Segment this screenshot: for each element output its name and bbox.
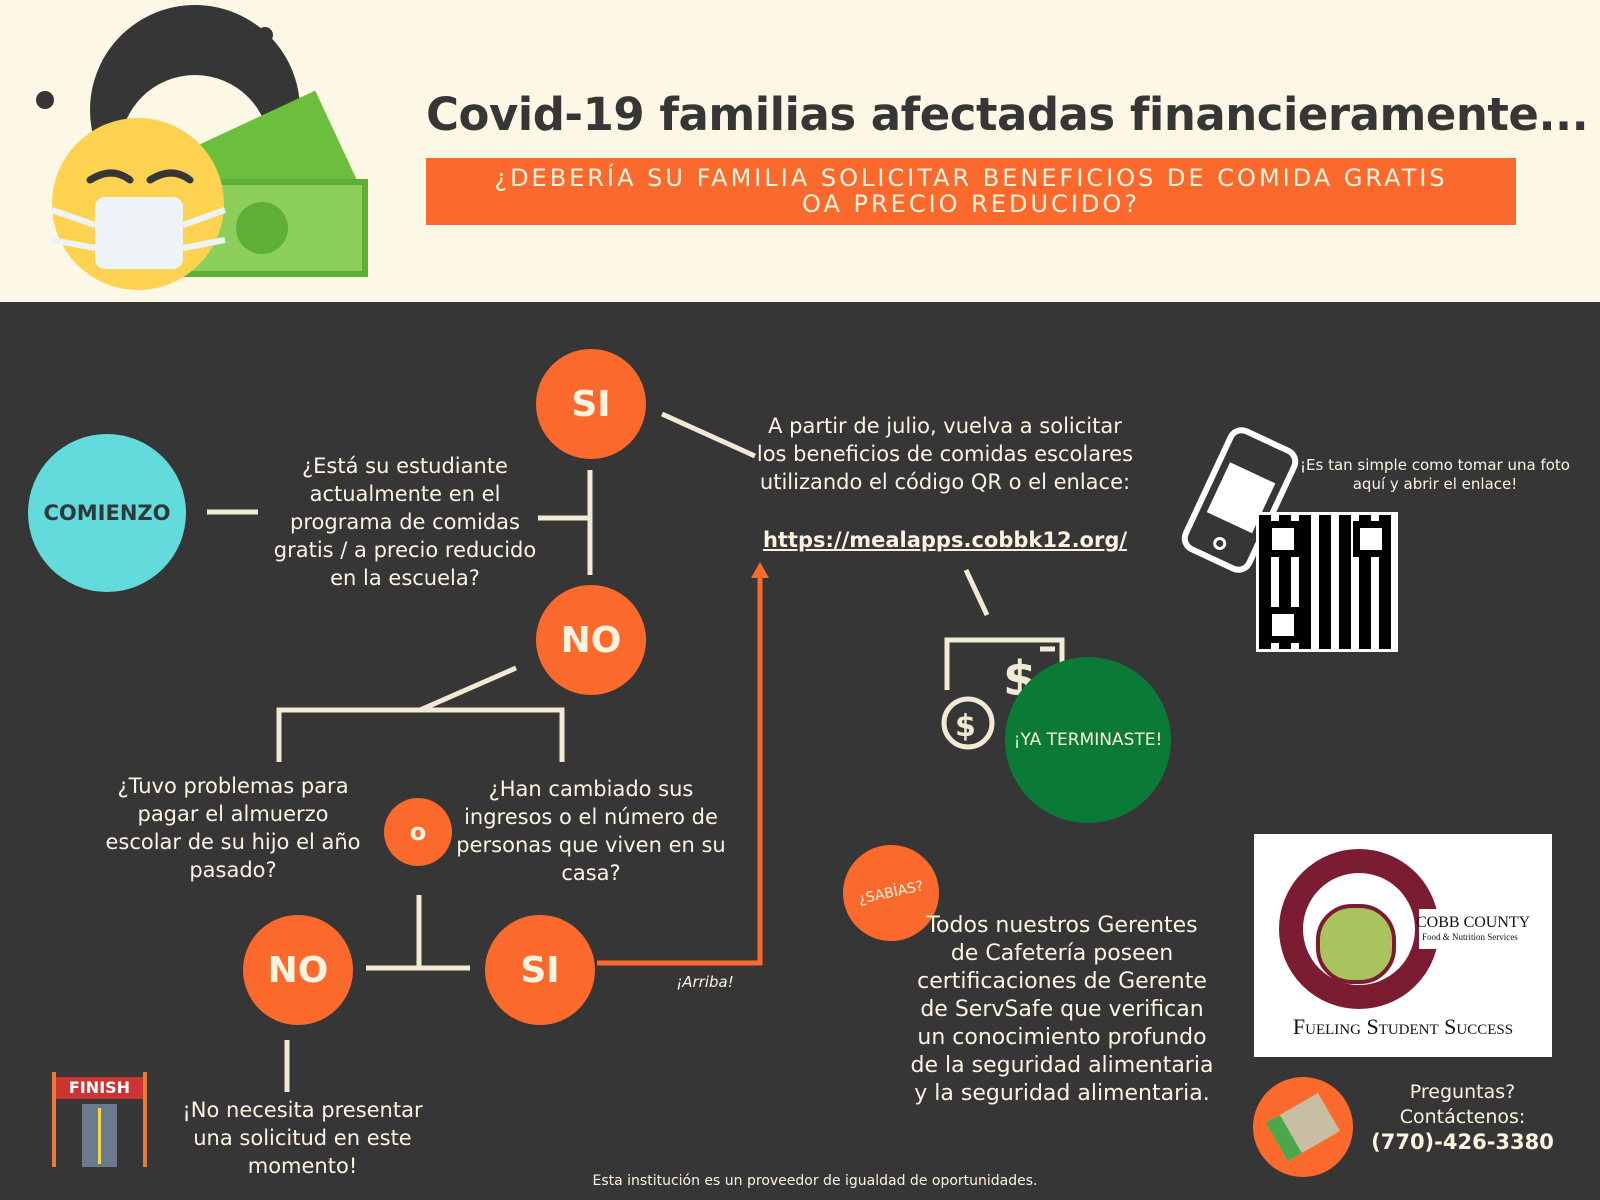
yes-node-2: SI <box>485 915 595 1025</box>
map-icon <box>1253 1077 1353 1177</box>
no-result: ¡No necesita presentar una solicitud en … <box>182 1098 423 1178</box>
start-node: COMIENZO <box>28 434 186 592</box>
up-label: ¡Arriba! <box>676 973 734 991</box>
contact-line-2: Contáctenos: <box>1399 1106 1526 1128</box>
no-node-1: NO <box>536 585 646 695</box>
question-2a: ¿Tuvo problemas para pagar el almuerzo e… <box>105 774 361 882</box>
page-title: Covid-19 familias afectadas financierame… <box>426 88 1589 141</box>
question-1: ¿Está su estudiante actualmente en el pr… <box>273 454 537 590</box>
connector-lines <box>207 411 990 1092</box>
arrow-up-line <box>597 575 763 966</box>
or-node: o <box>384 798 452 866</box>
question-2b: ¿Han cambiado sus ingresos o el número d… <box>456 777 726 885</box>
done-node: ¡YA TERMINASTE! <box>1005 657 1171 823</box>
contact-block: Preguntas? Contáctenos: (770)-426-3380 <box>1370 1080 1555 1155</box>
contact-line-1: Preguntas? <box>1409 1081 1516 1103</box>
no-node-2: NO <box>243 915 353 1025</box>
cash-icon <box>941 637 1065 750</box>
finish-icon: FINISH <box>52 1072 147 1167</box>
footer-text: Esta institución es un proveedor de igua… <box>592 1173 1038 1189</box>
masked-face-icon <box>51 118 227 290</box>
fact-text: Todos nuestros Gerentes de Cafetería pos… <box>910 913 1214 1106</box>
qr-code[interactable] <box>1256 512 1398 652</box>
banner: ¿DEBERÍA SU FAMILIA SOLICITAR BENEFICIOS… <box>426 158 1516 225</box>
arrow-head <box>751 562 769 578</box>
banner-line-1: ¿DEBERÍA SU FAMILIA SOLICITAR BENEFICIOS… <box>494 164 1448 192</box>
logo-tagline: Fueling Student Success <box>1292 1014 1514 1039</box>
yes-node-1: SI <box>536 349 646 459</box>
banner-line-2: OA PRECIO REDUCIDO? <box>801 190 1140 218</box>
contact-phone[interactable]: (770)-426-3380 <box>1371 1130 1554 1154</box>
logo-line-2: Food & Nutrition Services <box>1422 932 1518 942</box>
qr-caption: ¡Es tan simple como tomar una foto aquí … <box>1300 456 1570 493</box>
coin-dollar-icon: $ <box>955 709 976 744</box>
finish-sign: FINISH <box>56 1077 143 1099</box>
logo-line-1: COBB COUNTY <box>1416 914 1531 931</box>
yes-result: A partir de julio, vuelva a solicitar lo… <box>756 414 1134 494</box>
cobb-county-logo: COBB COUNTY Food & Nutrition Services Fu… <box>1254 834 1552 1057</box>
meal-app-link[interactable]: https://mealapps.cobbk12.org/ <box>762 528 1128 552</box>
